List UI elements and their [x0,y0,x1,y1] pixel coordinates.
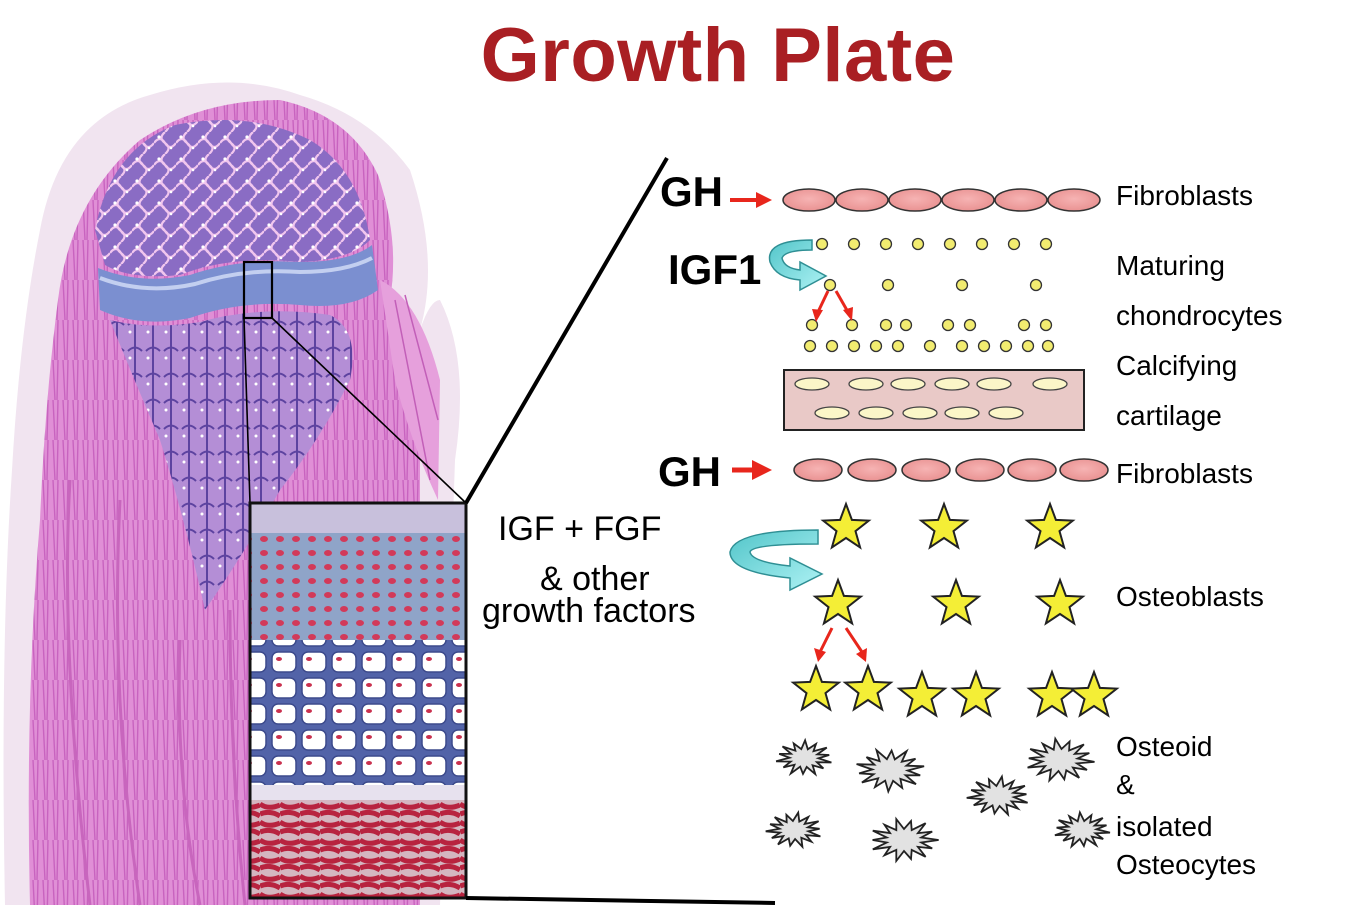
osteocyte-burst-icon [765,809,821,850]
growth-factor-curved-arrow [729,529,824,592]
gh-label-mid: GH [658,448,721,495]
growth-factors-line3: growth factors [482,592,696,630]
osteoblast-star-icon [790,663,842,712]
igf1-label: IGF1 [668,246,762,293]
osteoblast-star-icon [1034,577,1086,626]
ampersand-label: & [1116,769,1135,800]
osteocyte-burst-icon [872,816,939,864]
osteoblast-star-icon [1068,669,1120,718]
gh-label-top: GH [660,168,723,215]
osteoblast-star-icon [1026,669,1078,718]
growth-factors-line1: IGF + FGF [498,510,662,548]
osteocyte-burst-icon [775,737,832,777]
osteocyte-bursts [765,736,1111,864]
osteoblast-stars [790,501,1120,718]
osteoblast-star-icon [918,501,970,550]
chondrocytes-label: chondrocytes [1116,300,1283,331]
igf1-curved-arrow [768,239,828,292]
calcifying-label: Calcifying [1116,350,1238,381]
gh-arrow-top [730,192,772,208]
calcifying-cartilage-box [783,369,1085,431]
chondrocyte-dots [803,237,1055,353]
osteoblast-star-icon [896,669,948,718]
fibroblast-row-top [782,188,1101,212]
chondrocyte-division-arrows [812,290,853,322]
osteocyte-burst-icon [1027,736,1095,784]
page-title: Growth Plate [480,13,956,98]
growth-factors-line2: & other [540,560,650,598]
osteoblast-star-icon [842,663,894,712]
fibroblasts-label-top: Fibroblasts [1116,180,1253,211]
fibroblasts-label-mid: Fibroblasts [1116,458,1253,489]
osteocyte-burst-icon [856,747,925,795]
osteoblast-star-icon [812,577,864,626]
maturing-label: Maturing [1116,250,1225,281]
cartilage-label: cartilage [1116,400,1222,431]
gh-arrow-mid [732,460,772,480]
osteoid-label: Osteoid [1116,731,1213,762]
osteocyte-burst-icon [1054,809,1111,850]
isolated-label: isolated [1116,811,1213,842]
fibroblast-row-mid [793,458,1109,482]
osteoblast-star-icon [950,669,1002,718]
osteoblast-star-icon [1024,501,1076,550]
osteoblast-star-icon [930,577,982,626]
osteoblasts-label: Osteoblasts [1116,581,1264,612]
growth-plate-magnified-image [248,501,468,900]
osteocytes-label: Osteocytes [1116,849,1257,880]
osteocyte-burst-icon [966,773,1028,818]
osteoblast-division-arrows [814,627,867,662]
osteoblast-star-icon [820,501,872,550]
